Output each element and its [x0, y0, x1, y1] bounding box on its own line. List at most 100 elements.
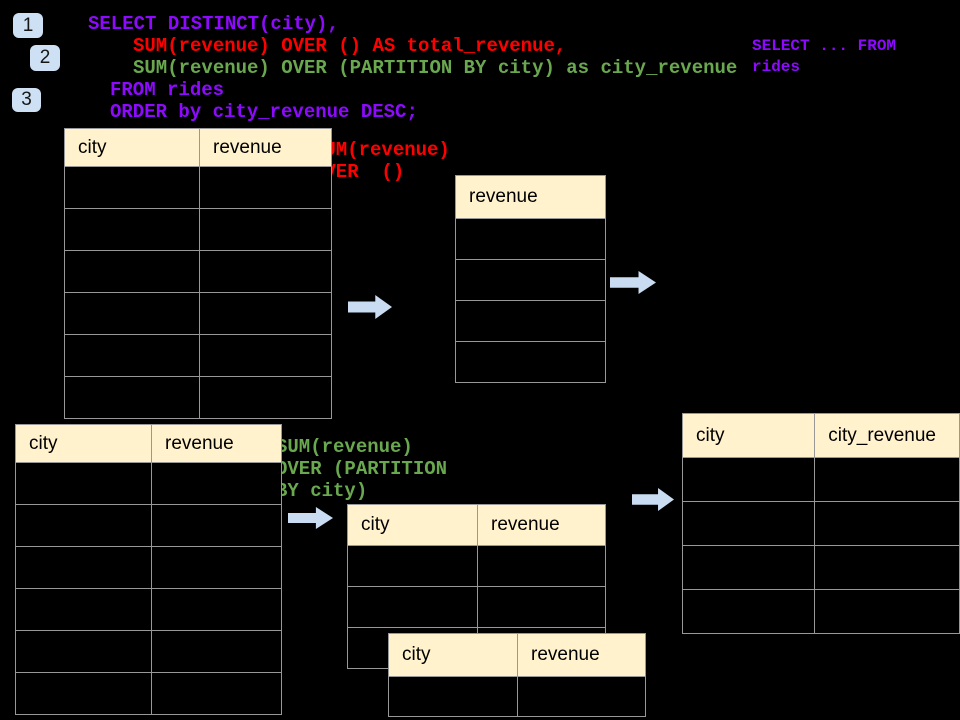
table-row — [455, 300, 606, 342]
table-row — [388, 676, 646, 717]
sql-code-line-select: SELECT DISTINCT(city), — [88, 13, 339, 35]
step-badge-1: 1 — [13, 13, 43, 38]
annotation-partition-line-2: OVER (PARTITION — [276, 458, 448, 480]
table-cell — [681, 501, 816, 546]
table-cell — [681, 457, 816, 502]
right-arrow-icon — [610, 271, 656, 294]
table-row — [15, 588, 282, 631]
table-cell — [64, 208, 200, 251]
table-row — [681, 457, 960, 502]
column-header-revenue: revenue — [455, 175, 606, 219]
table-row — [64, 334, 332, 377]
step-badge-3: 3 — [12, 88, 41, 112]
table-cell — [15, 630, 152, 673]
table-row — [455, 259, 606, 301]
header-row: revenue — [455, 175, 606, 219]
column-header-revenue: revenue — [477, 504, 606, 546]
table-cell — [151, 672, 282, 715]
table-total-revenue: revenue — [455, 175, 606, 383]
table-cell — [455, 341, 606, 383]
table-cell — [64, 250, 200, 293]
table-cell — [681, 545, 816, 590]
table-cell — [199, 334, 332, 377]
table-cell — [814, 545, 960, 590]
column-header-city: city — [388, 633, 518, 677]
column-header-revenue: revenue — [199, 128, 332, 167]
table-cell — [681, 589, 816, 634]
table-row — [15, 630, 282, 673]
table-cell — [199, 250, 332, 293]
annotation-partition-line-1: SUM(revenue) — [276, 436, 413, 458]
table-cell — [347, 586, 478, 628]
table-cell — [151, 504, 282, 547]
table-row — [681, 589, 960, 634]
table-row — [347, 545, 606, 587]
column-header-city: city — [64, 128, 200, 167]
table-cell — [15, 546, 152, 589]
right-arrow-icon — [288, 507, 333, 529]
table-cell — [199, 208, 332, 251]
sql-code-line-partition: SUM(revenue) OVER (PARTITION BY city) as… — [133, 57, 738, 79]
table-row — [64, 250, 332, 293]
table-cell — [64, 166, 200, 209]
table-row — [64, 208, 332, 251]
table-cell — [455, 259, 606, 301]
table-row — [64, 292, 332, 335]
table-row — [15, 672, 282, 715]
sql-code-line-from: FROM rides — [110, 79, 225, 101]
table-cell — [455, 218, 606, 260]
sql-code-line-order-by: ORDER by city_revenue DESC; — [110, 101, 418, 123]
column-header-revenue: revenue — [151, 424, 282, 463]
table-cell — [151, 546, 282, 589]
table-cell — [15, 672, 152, 715]
table-cell — [151, 462, 282, 505]
right-arrow-icon — [632, 488, 674, 511]
table-row — [455, 218, 606, 260]
sql-code-line-total-revenue: SUM(revenue) OVER () AS total_revenue, — [133, 35, 567, 57]
table-cell — [64, 292, 200, 335]
table-cell — [151, 630, 282, 673]
table-cell — [151, 588, 282, 631]
table-row — [681, 501, 960, 546]
table-cell — [814, 501, 960, 546]
table-cell — [15, 462, 152, 505]
table-row — [64, 166, 332, 209]
table-cell — [477, 545, 606, 587]
table-cell — [64, 376, 200, 419]
corner-note-line-2: rides — [752, 58, 801, 76]
table-row — [15, 546, 282, 589]
table-cell — [15, 588, 152, 631]
column-header-revenue: revenue — [517, 633, 646, 677]
table-cell — [814, 589, 960, 634]
table-cell — [199, 376, 332, 419]
table-cell — [199, 292, 332, 335]
table-cell — [64, 334, 200, 377]
table-cell — [477, 586, 606, 628]
table-row — [15, 462, 282, 505]
table-row — [347, 586, 606, 628]
table-cell — [814, 457, 960, 502]
column-header-city-revenue: city_revenue — [814, 413, 960, 458]
table-cell — [455, 300, 606, 342]
right-arrow-icon — [348, 295, 392, 319]
table-cell — [347, 545, 478, 587]
step-badge-2: 2 — [30, 45, 60, 71]
table-cell — [517, 676, 646, 717]
table-row — [15, 504, 282, 547]
table-row — [455, 341, 606, 383]
table-cell — [199, 166, 332, 209]
annotation-partition-line-3: BY city) — [276, 480, 368, 502]
column-header-city: city — [681, 413, 816, 458]
column-header-city: city — [347, 504, 478, 546]
column-header-city: city — [15, 424, 152, 463]
table-row — [64, 376, 332, 419]
